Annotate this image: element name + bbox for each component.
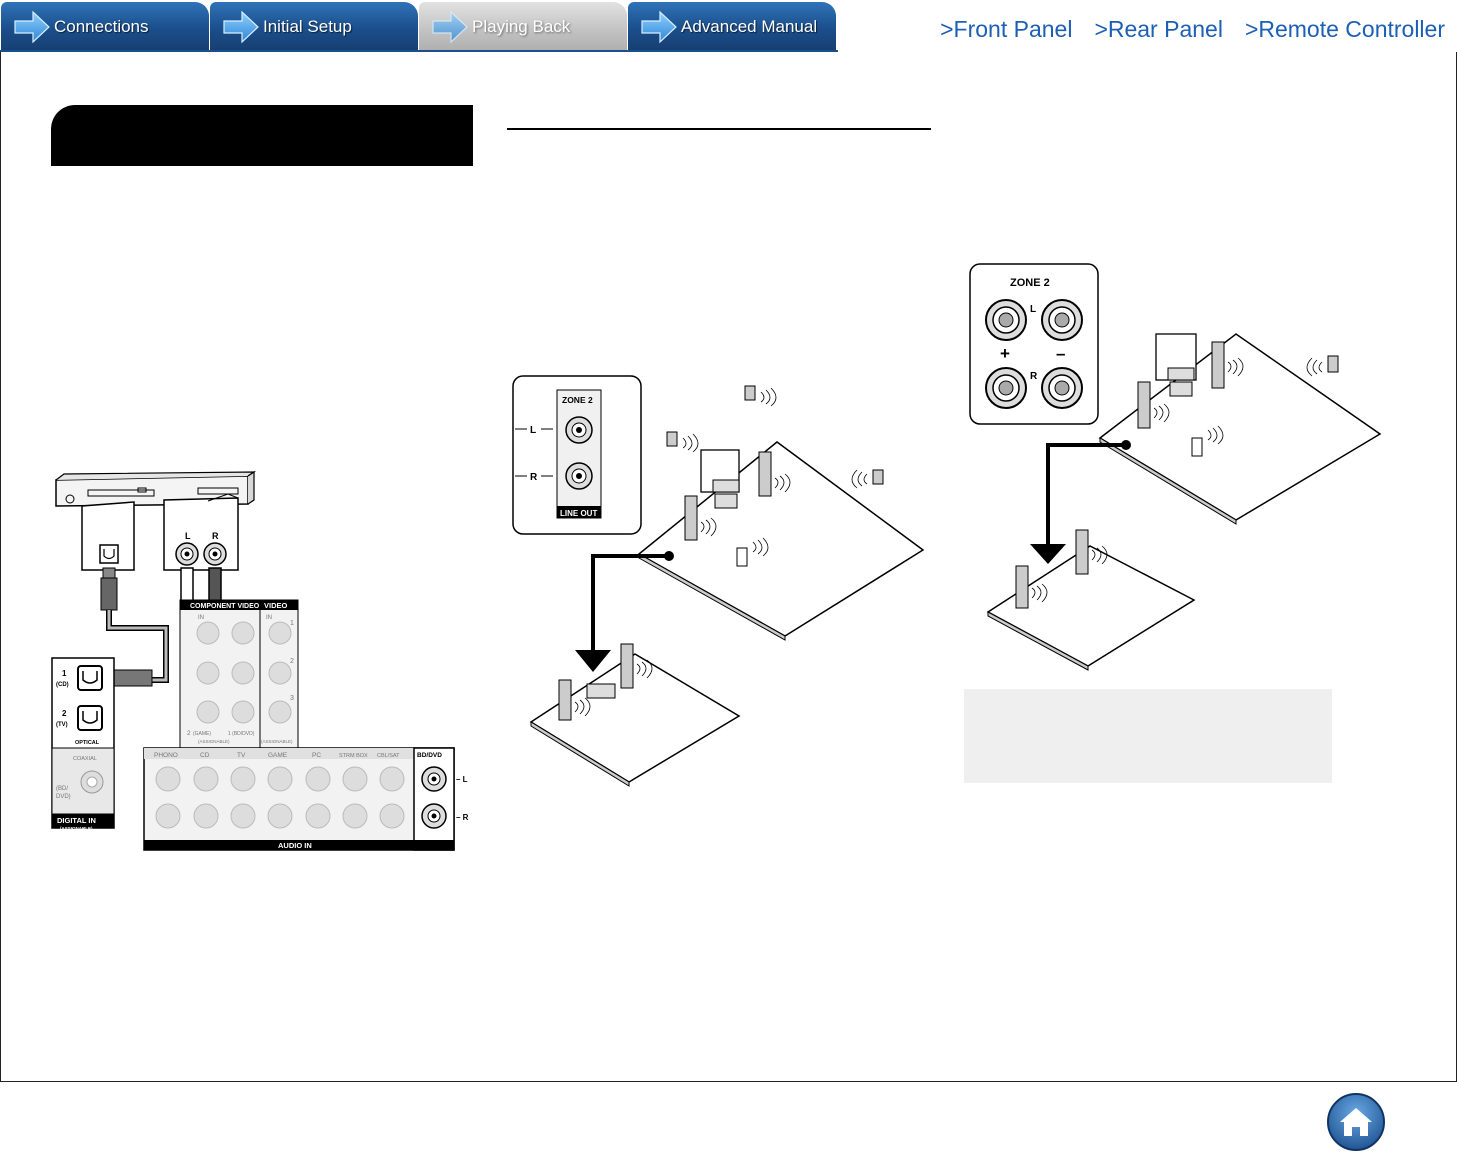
component-row2-game: (GAME) [193, 731, 211, 737]
audio-in-r-label: – R [456, 813, 469, 822]
optical-label: OPTICAL [75, 740, 100, 746]
optical-1-label: (CD) [56, 682, 69, 688]
home-button[interactable] [1326, 1092, 1386, 1152]
digital-in-title: DIGITAL IN [57, 816, 96, 825]
video-input-2: 2 [290, 658, 294, 665]
audio-in-l-label: – L [456, 775, 468, 784]
quick-links: >Front Panel >Rear Panel >Remote Control… [940, 16, 1445, 43]
tab-playing-back[interactable]: Playing Back [419, 2, 627, 50]
player-optical-jack [99, 544, 119, 564]
zone-arrow [591, 554, 669, 650]
component-video-panel [179, 599, 299, 749]
link-front-panel[interactable]: >Front Panel [940, 16, 1073, 42]
connection-diagram: L R 1 (CD) 2 (TV) OPTICAL [51, 470, 469, 851]
tab-connections[interactable]: Connections [1, 2, 209, 50]
optical-2-label: (TV) [56, 722, 68, 728]
tab-underline [0, 50, 838, 52]
audio-in-pc: PC [312, 752, 321, 759]
audio-in-panel [143, 747, 455, 851]
positive-terminal-label: + [1000, 344, 1010, 363]
zone2-room-illustration [529, 643, 741, 787]
arrow-down-icon [575, 650, 611, 672]
zone2-r-label: R [530, 472, 538, 483]
component-row1-bd: 1 (BD/DVD) [228, 731, 255, 737]
digital-in-subtitle: (ASSIGNABLE) [60, 826, 93, 831]
component-video-title: COMPONENT VIDEO [190, 603, 260, 610]
audio-in-phono: PHONO [154, 752, 178, 759]
zone-arrow [1046, 443, 1126, 544]
zone2-lineout-diagram: ZONE 2 L R LINE OUT [512, 375, 925, 787]
tab-label: Advanced Manual [681, 17, 818, 36]
negative-terminal-label: – [1056, 344, 1065, 363]
tab-label: Connections [54, 17, 149, 36]
tab-label: Initial Setup [263, 17, 352, 36]
optical-2-number: 2 [62, 709, 67, 718]
section-header [51, 105, 473, 166]
video-input-3: 3 [290, 695, 294, 702]
coaxial-bd-label-2: DVD) [56, 794, 71, 800]
audio-in-bd-dvd: BD/DVD [417, 752, 442, 759]
player-jack-r-label: R [212, 531, 219, 541]
main-room-illustration [1098, 333, 1382, 525]
zone2-room-illustration [986, 529, 1196, 671]
video-title: VIDEO [264, 601, 288, 610]
audio-in-game: GAME [268, 752, 288, 759]
link-remote-controller[interactable]: >Remote Controller [1244, 16, 1445, 42]
zone2-lineout-inset [512, 375, 642, 535]
home-icon [1340, 1108, 1372, 1136]
component-assignable: (ASSIGNABLE) [198, 739, 230, 744]
zone2-speaker-diagram: ZONE 2 L R + – [969, 263, 1382, 671]
zone2-speaker-l-label: L [1030, 304, 1036, 315]
audio-in-title: AUDIO IN [278, 841, 312, 850]
zone2-l-label: L [530, 425, 536, 436]
video-assignable: (ASSIGNABLE) [261, 739, 293, 744]
player-jack-l-label: L [185, 531, 191, 541]
zone2-label: ZONE 2 [562, 395, 593, 405]
arrow-right-icon [432, 10, 468, 44]
audio-in-cd: CD [200, 752, 210, 759]
audio-in-cbl-sat: CBL/SAT [377, 753, 400, 759]
link-rear-panel[interactable]: >Rear Panel [1094, 16, 1223, 42]
arrow-down-icon [1030, 544, 1066, 564]
tab-advanced-manual[interactable]: Advanced Manual [628, 2, 836, 50]
audio-in-tv: TV [237, 752, 246, 759]
line-out-label: LINE OUT [560, 509, 597, 518]
video-in-label: IN [266, 615, 272, 621]
top-nav-tabs: Connections Initial Setup Playing Back A… [0, 0, 840, 52]
zone2-speaker-label: ZONE 2 [1010, 277, 1050, 289]
tab-initial-setup[interactable]: Initial Setup [210, 2, 418, 50]
video-input-1: 1 [290, 620, 294, 627]
arrow-right-icon [641, 10, 677, 44]
arrow-right-icon [14, 10, 50, 44]
player-rca-jacks [175, 542, 227, 566]
tab-label: Playing Back [472, 17, 571, 36]
coaxial-bd-label-1: (BD/ [56, 786, 68, 792]
main-room-illustration [637, 385, 925, 641]
arrow-right-icon [223, 10, 259, 44]
component-in-label: IN [198, 615, 204, 621]
note-box [964, 689, 1332, 783]
zone2-speaker-r-label: R [1030, 371, 1038, 382]
audio-in-strm-box: STRM BOX [339, 753, 368, 759]
optical-1-number: 1 [62, 669, 67, 678]
zone2-speaker-inset [969, 263, 1099, 425]
component-row2-number: 2 [187, 730, 191, 737]
digital-in-panel [51, 657, 115, 829]
coaxial-label: COAXIAL [73, 756, 97, 762]
heading-rule [507, 128, 931, 130]
